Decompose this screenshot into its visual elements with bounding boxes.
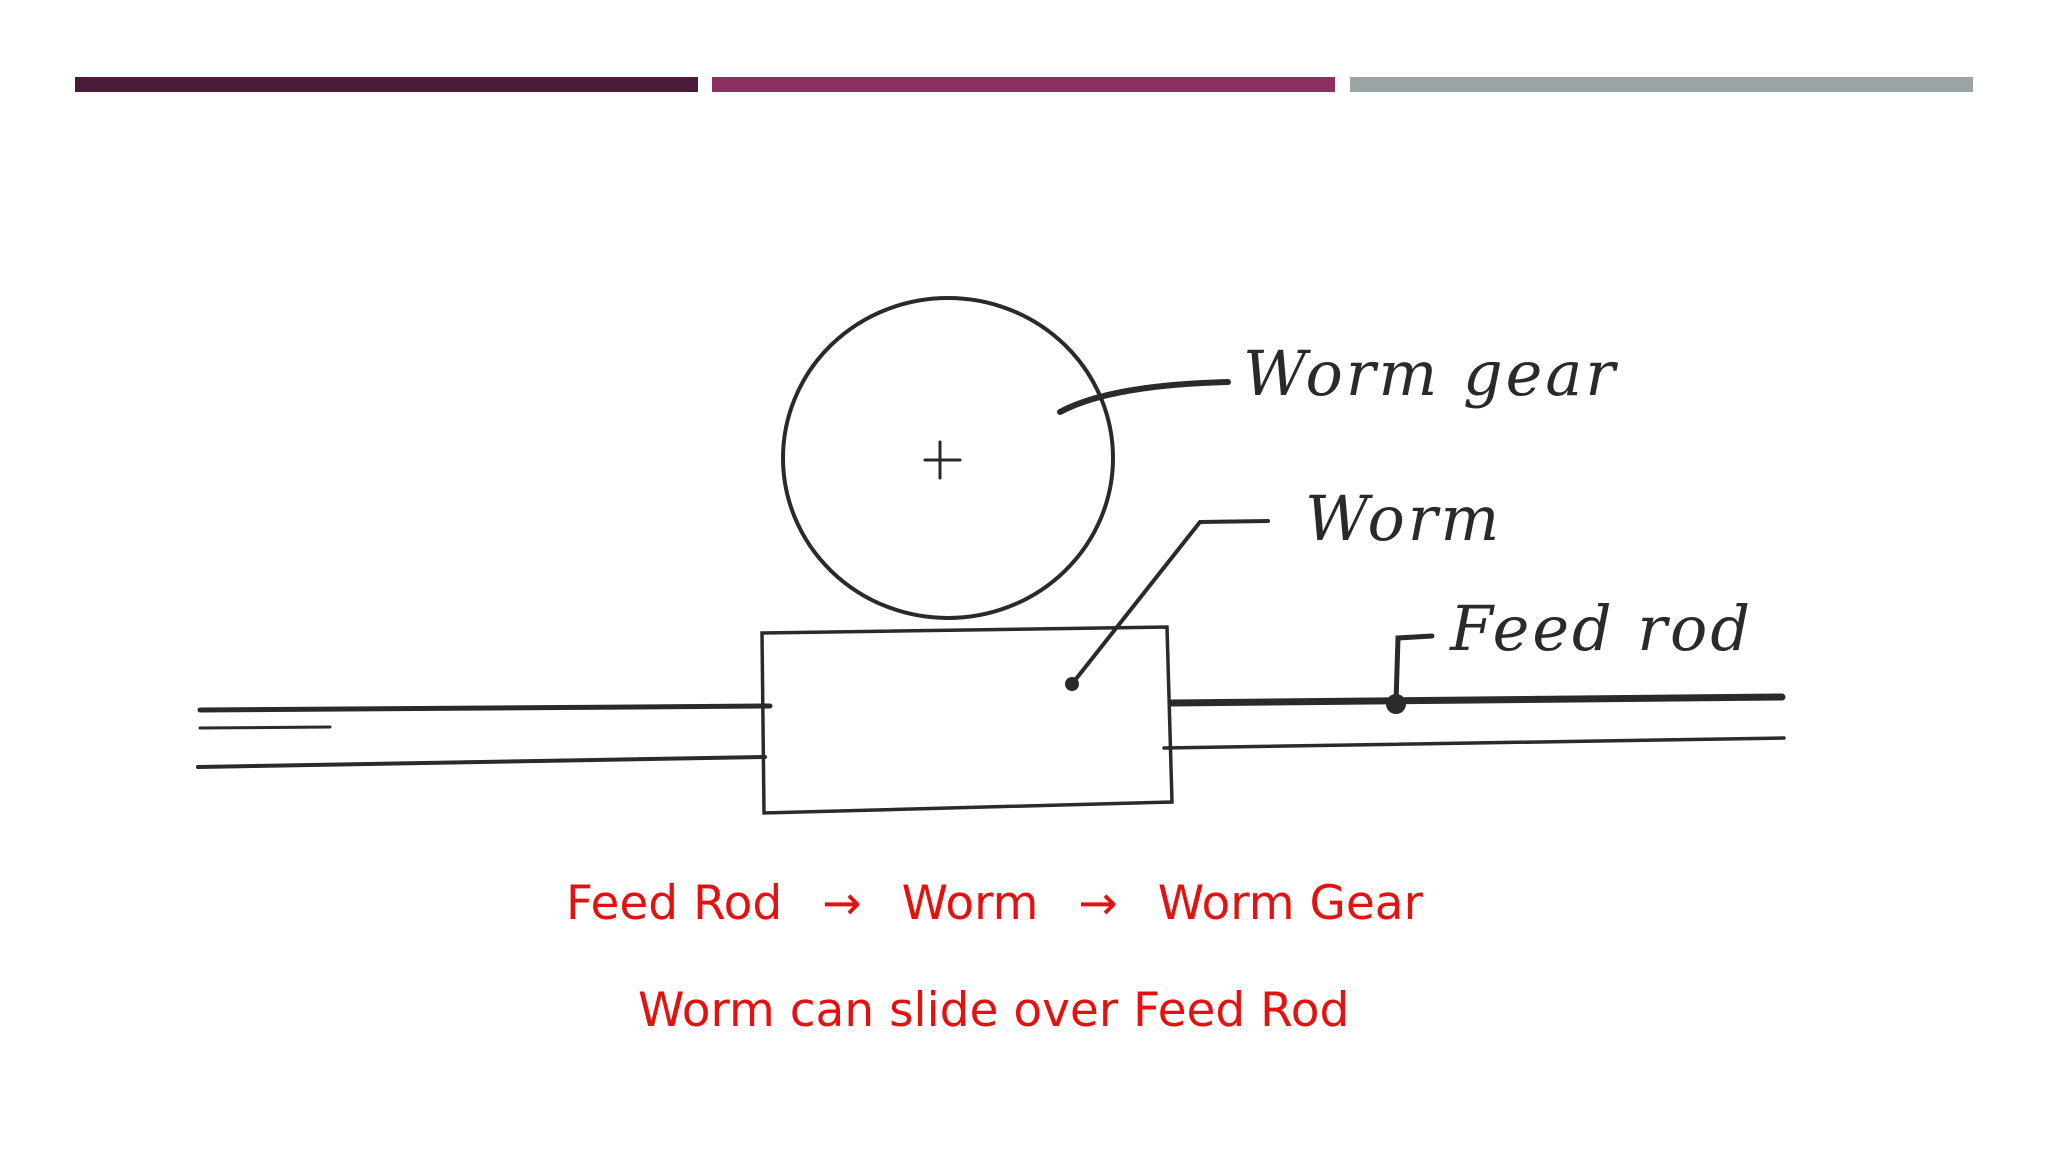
worm-gear-leader [1057, 379, 1231, 415]
feed-rod-right-top [1168, 693, 1786, 707]
worm-gear-circle [781, 296, 1115, 620]
feed-rod-leader [1393, 633, 1435, 705]
arrow-right-icon: → [1078, 876, 1118, 931]
flow-step-feed-rod: Feed Rod [566, 876, 783, 931]
feed-rod-right-bottom [1162, 736, 1786, 750]
accent-bar-dark [75, 77, 698, 92]
label-worm: Worm [1305, 482, 1502, 555]
flow-step-worm-gear: Worm Gear [1157, 876, 1423, 931]
worm-leader-dot [1065, 677, 1079, 691]
worm-box [760, 625, 1174, 815]
slide-note: Worm can slide over Feed Rod [638, 983, 1350, 1038]
flow-step-worm: Worm [901, 876, 1039, 931]
arrow-right-icon: → [822, 876, 862, 931]
worm-leader [1070, 519, 1270, 686]
label-worm-gear: Worm gear [1243, 337, 1618, 410]
label-feed-rod: Feed rod [1449, 592, 1753, 665]
feed-rod-leader-dot [1386, 694, 1406, 714]
feed-rod-left-mid [198, 725, 332, 730]
power-flow-caption: Feed Rod → Worm → Worm Gear [566, 876, 1423, 931]
accent-bar-magenta [712, 77, 1335, 92]
accent-bar-gray [1350, 77, 1973, 92]
feed-rod-left-top [197, 703, 773, 713]
feed-rod-left-bottom [196, 755, 767, 769]
